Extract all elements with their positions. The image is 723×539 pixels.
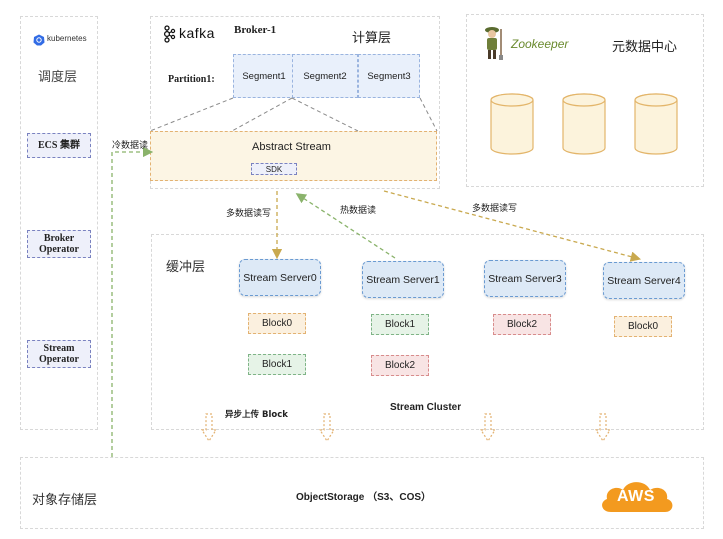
kafka-logo-text: kafka: [179, 25, 215, 41]
server0-block1[interactable]: Block1: [248, 354, 306, 375]
segment-3[interactable]: Segment3: [358, 54, 420, 98]
kubernetes-icon: [33, 33, 45, 46]
compute-layer-title: 计算层: [352, 31, 392, 46]
storage-panel: [20, 457, 704, 529]
ecs-cluster-box[interactable]: ECS 集群: [27, 133, 91, 158]
segment-2[interactable]: Segment2: [292, 54, 358, 98]
server1-block1[interactable]: Block1: [371, 314, 429, 335]
stream-operator-line1: Stream: [43, 342, 75, 354]
object-storage-label: ObjectStorage （S3、COS）: [296, 492, 432, 503]
metadata-panel: [466, 14, 704, 187]
scheduler-panel: [20, 16, 98, 430]
stream-operator-line2: Operator: [39, 354, 79, 365]
zookeeper-text: Zookeeper: [511, 37, 569, 51]
db-cylinders: [485, 92, 685, 162]
stream-server-4[interactable]: Stream Server4: [603, 262, 685, 299]
server0-block0[interactable]: Block0: [248, 313, 306, 334]
abstract-stream-box[interactable]: [150, 131, 437, 181]
cache-layer-title: 缓冲层: [166, 260, 206, 275]
storage-layer-title: 对象存储层: [32, 493, 98, 508]
multi-write-right-label: 多数据读写: [472, 204, 518, 214]
sdk-box[interactable]: SDK: [251, 163, 297, 175]
hot-read-label: 热数据读: [340, 206, 377, 216]
stream-operator-box[interactable]: Stream Operator: [27, 340, 91, 368]
stream-cluster-label: Stream Cluster: [390, 402, 462, 413]
arrow-cold-read: [111, 146, 154, 457]
aws-logo-icon: [597, 476, 677, 518]
abstract-stream-label: Abstract Stream: [252, 141, 331, 153]
zookeeper-mascot-icon: [480, 25, 508, 61]
segment-1[interactable]: Segment1: [233, 54, 295, 98]
server3-block2[interactable]: Block2: [493, 314, 551, 335]
stream-server-1[interactable]: Stream Server1: [362, 261, 444, 298]
broker-operator-line1: Broker: [43, 232, 75, 244]
kafka-logo-icon: [162, 25, 176, 43]
kubernetes-label: kubernetes: [47, 34, 87, 43]
multi-write-left-label: 多数据读写: [226, 209, 272, 219]
cold-read-label: 冷数据读: [112, 141, 149, 151]
broker-operator-line2: Operator: [39, 244, 79, 255]
server1-block2[interactable]: Block2: [371, 355, 429, 376]
server4-block0[interactable]: Block0: [614, 316, 672, 337]
metadata-title: 元数据中心: [612, 40, 678, 55]
partition-label: Partition1:: [168, 74, 215, 85]
aws-logo-text: AWS: [617, 488, 655, 505]
stream-server-3[interactable]: Stream Server3: [484, 260, 566, 297]
broker-operator-box[interactable]: Broker Operator: [27, 230, 91, 258]
broker-title: Broker-1: [234, 24, 277, 36]
scheduler-layer-title: 调度层: [38, 70, 78, 85]
async-upload-label: 异步上传 Block: [225, 410, 288, 420]
stream-server-0[interactable]: Stream Server0: [239, 259, 321, 296]
